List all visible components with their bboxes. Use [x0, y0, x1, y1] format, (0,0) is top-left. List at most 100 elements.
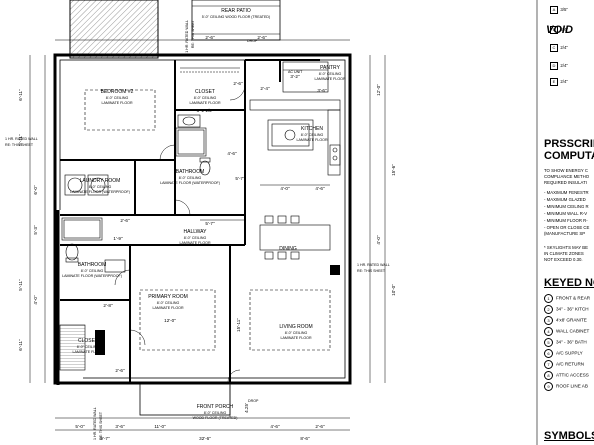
dim-mid-4-6: 4'-6" [315, 186, 325, 191]
living-title: LIVING ROOM [279, 324, 312, 330]
front-porch-ceiling: 8'-0" CEILING [204, 411, 227, 415]
bedroom2-floor: LAMINATE FLOOR [101, 101, 132, 105]
primary-ceiling: 8'-0" CEILING [157, 301, 180, 305]
skylight-line-3: NOT EXCEED 0.30. [544, 257, 583, 262]
tag-a: A 3/5" [550, 6, 568, 14]
dim-right-15-6: 15'-6" [391, 164, 396, 176]
dim-left-6-11: 6'-11" [18, 89, 23, 101]
bathroom-bottom-ceiling: 8'-0" CEILING [81, 269, 104, 273]
drop-bottom-note: DROP [248, 399, 259, 403]
rear-patio-note: 5'-0" CEILING WOOD FLOOR (TREATED) [202, 15, 270, 19]
rated-wall-left-ref: RE: THIS SHEET [5, 143, 34, 147]
kitchen-title: KITCHEN [301, 126, 323, 132]
symbols-title: SYMBOLS [544, 430, 594, 442]
kitchen-ceiling: 8'-0" CEILING [301, 133, 324, 137]
tag-b: B 2/4" [550, 26, 568, 34]
tag-e: E 2/4" [550, 78, 568, 86]
ac-unit-marker [95, 330, 105, 355]
void-label: VOID [546, 24, 573, 36]
primary-floor: LAMINATE FLOOR [152, 306, 183, 310]
dim-mid-5-7b: 5'-7" [235, 176, 245, 181]
dim-mid-2-6: 2'-6" [120, 218, 130, 223]
bullet-1: - MAXIMUM FENESTR [544, 190, 589, 195]
notes-sidebar: A 3/5" B 2/4" VOID C 2/4" D 2/4" E 2/4" … [540, 0, 594, 445]
closet-bottom-floor: LAMINATE FLOOR [72, 350, 103, 354]
bullet-4: - MINIMUM WALL R-V [544, 211, 588, 216]
laundry-title: LAUNDRY ROOM [80, 178, 121, 184]
rated-wall-left-note: 1 HR. RATED WALL [5, 137, 38, 141]
dim-mid-12-0: 12'-0" [164, 318, 176, 323]
hatched-area-top [70, 0, 158, 58]
closet-top-floor: LAMINATE FLOOR [189, 101, 220, 105]
closet-bottom-ceiling: 8'-0" CEILING [77, 345, 100, 349]
pantry-ceiling: 8'-0" CEILING [319, 72, 342, 76]
dim-bot-4-25: 4.25' [244, 403, 249, 413]
dim-mid-5-7: 5'-7" [205, 221, 215, 226]
tag-c: C 2/4" [550, 44, 568, 52]
living-ceiling: 8'-0" CEILING [285, 331, 308, 335]
skylight-line-2: IN CLIMATE ZONES [544, 251, 584, 256]
laundry-floor: LAMINATE FLOOR (WATERPROOF) [70, 190, 130, 194]
dim-bot-9-7: 9'-7" [100, 436, 110, 441]
bullet-6: - OPEN OR CLOSE CE [544, 225, 590, 230]
dim-bot-11-0: 11'-0" [154, 424, 166, 429]
ac-unit-note: AC UNIT [288, 70, 303, 74]
door-swings [114, 84, 246, 383]
rated-wall-right-note: 1 HR. RATED WALL [357, 263, 390, 267]
rated-wall-bottom-ref: RE: THIS SHEET [99, 411, 103, 440]
dim-left-5-11: 5'-11" [18, 134, 23, 146]
front-porch-title: FRONT PORCH [197, 404, 234, 410]
dim-mid-2-8: 2'-8" [103, 303, 113, 308]
dim-right-4-0: 4'-0" [376, 235, 381, 245]
bullet-3: - MINIMUM CEILING R [544, 204, 589, 209]
dim-bot-4-6: 4'-6" [270, 424, 280, 429]
prescriptive-line-1: TO SHOW ENERGY C [544, 168, 589, 173]
bathroom-top-ceiling: 8'-0" CEILING [179, 176, 202, 180]
dim-top-2-4: 2'-4" [260, 86, 270, 91]
tag-d: D 2/4" [550, 62, 568, 70]
fixtures [59, 61, 341, 371]
dim-left-6-11b: 6'-11" [18, 339, 23, 351]
hallway-floor: LAMINATE FLOOR [179, 241, 210, 245]
prescriptive-title: PRSSCRIP [544, 138, 594, 150]
drop-top-note: DROP [247, 39, 258, 43]
dim-bot-2-6: 2'-6" [315, 424, 325, 429]
hallway-ceiling: 8'-0" CEILING [184, 236, 207, 240]
front-porch-floor: WOOD FLOOR (TREATED) [193, 416, 238, 420]
pantry-floor: LAMINATE FLOOR [314, 77, 345, 81]
dimension-labels: 2'-6" 2'-6" 2'-6" 8'-2 1/2" 3'-2" 2'-4" … [18, 35, 396, 441]
living-floor: LAMINATE FLOOR [280, 336, 311, 340]
dim-bot-3-6: 3'-6" [115, 424, 125, 429]
dim-bot-5-0: 5'-0" [75, 424, 85, 429]
prescriptive-title2: COMPUTA [544, 150, 594, 162]
dim-mid-2-6b: 2'-6" [115, 368, 125, 373]
dim-right-12-0: 12'-0" [376, 84, 381, 96]
dim-top-3-2: 3'-2" [290, 74, 300, 79]
interior-walls [60, 59, 320, 383]
dim-right-10-0: 10'-0" [391, 284, 396, 296]
primary-title: PRIMARY ROOM [148, 294, 188, 300]
dim-mid-1-9: 1'-9" [113, 236, 123, 241]
bathroom-top-title: BATHROOM [176, 169, 205, 175]
bathroom-top-floor: LAMINATE FLOOR (WATERPROOF) [160, 181, 220, 185]
dim-left-4-0: 4'-0" [33, 295, 38, 305]
closet-top-title: CLOSET [195, 89, 215, 95]
kitchen-floor: LAMINATE FLOOR [296, 138, 327, 142]
pantry-title: PANTRY [320, 65, 340, 71]
rated-wall-right-ref: RE: THIS SHEET [357, 269, 386, 273]
dim-left-6-0: 6'-0" [33, 185, 38, 195]
bedroom2-title: BEDROOM #2 [101, 89, 134, 95]
dim-top-3-6: 3'-6" [317, 88, 327, 93]
dim-mid-4-6b: 4'-6" [227, 151, 237, 156]
dim-top-2-6-a: 2'-6" [205, 35, 215, 40]
dim-left-5-11b: 5'-11" [18, 279, 23, 291]
dimension-lines [29, 39, 386, 431]
rear-patio-title: REAR PATIO [221, 8, 251, 14]
